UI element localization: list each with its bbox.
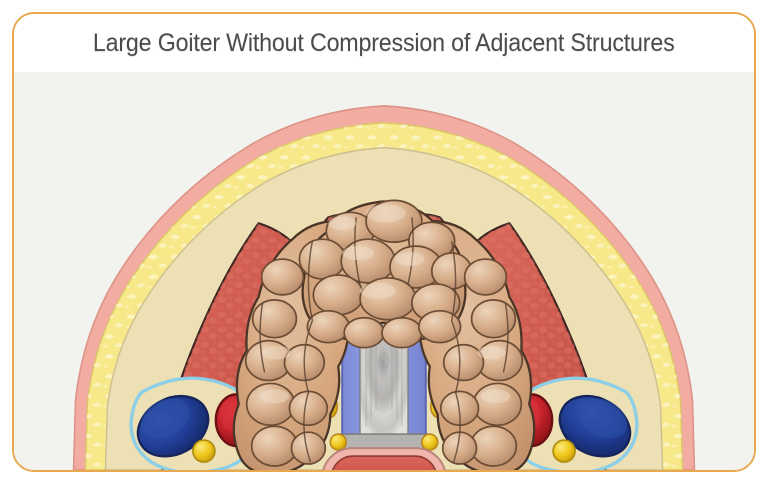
goiter-fissures bbox=[259, 217, 509, 463]
goiter-mass bbox=[232, 199, 536, 470]
nerve-branch-left bbox=[329, 433, 347, 451]
vagus-nerve-left bbox=[192, 439, 216, 463]
figure-header: Large Goiter Without Compression of Adja… bbox=[14, 14, 754, 72]
nerve-branch-right bbox=[421, 433, 439, 451]
vessel-group-left bbox=[136, 393, 259, 463]
esophagus-muscular-layer bbox=[331, 455, 437, 470]
figure-card: Large Goiter Without Compression of Adja… bbox=[12, 12, 756, 472]
neck-cross-section-illustration bbox=[14, 72, 754, 470]
vagus-nerve-right bbox=[552, 439, 576, 463]
esophagus bbox=[322, 447, 446, 470]
goiter-nodules-right bbox=[439, 258, 524, 467]
page-title: Large Goiter Without Compression of Adja… bbox=[93, 28, 675, 57]
goiter-highlights bbox=[259, 204, 511, 404]
goiter-nodules-isthmus bbox=[306, 309, 462, 349]
illustration-area bbox=[14, 72, 754, 470]
